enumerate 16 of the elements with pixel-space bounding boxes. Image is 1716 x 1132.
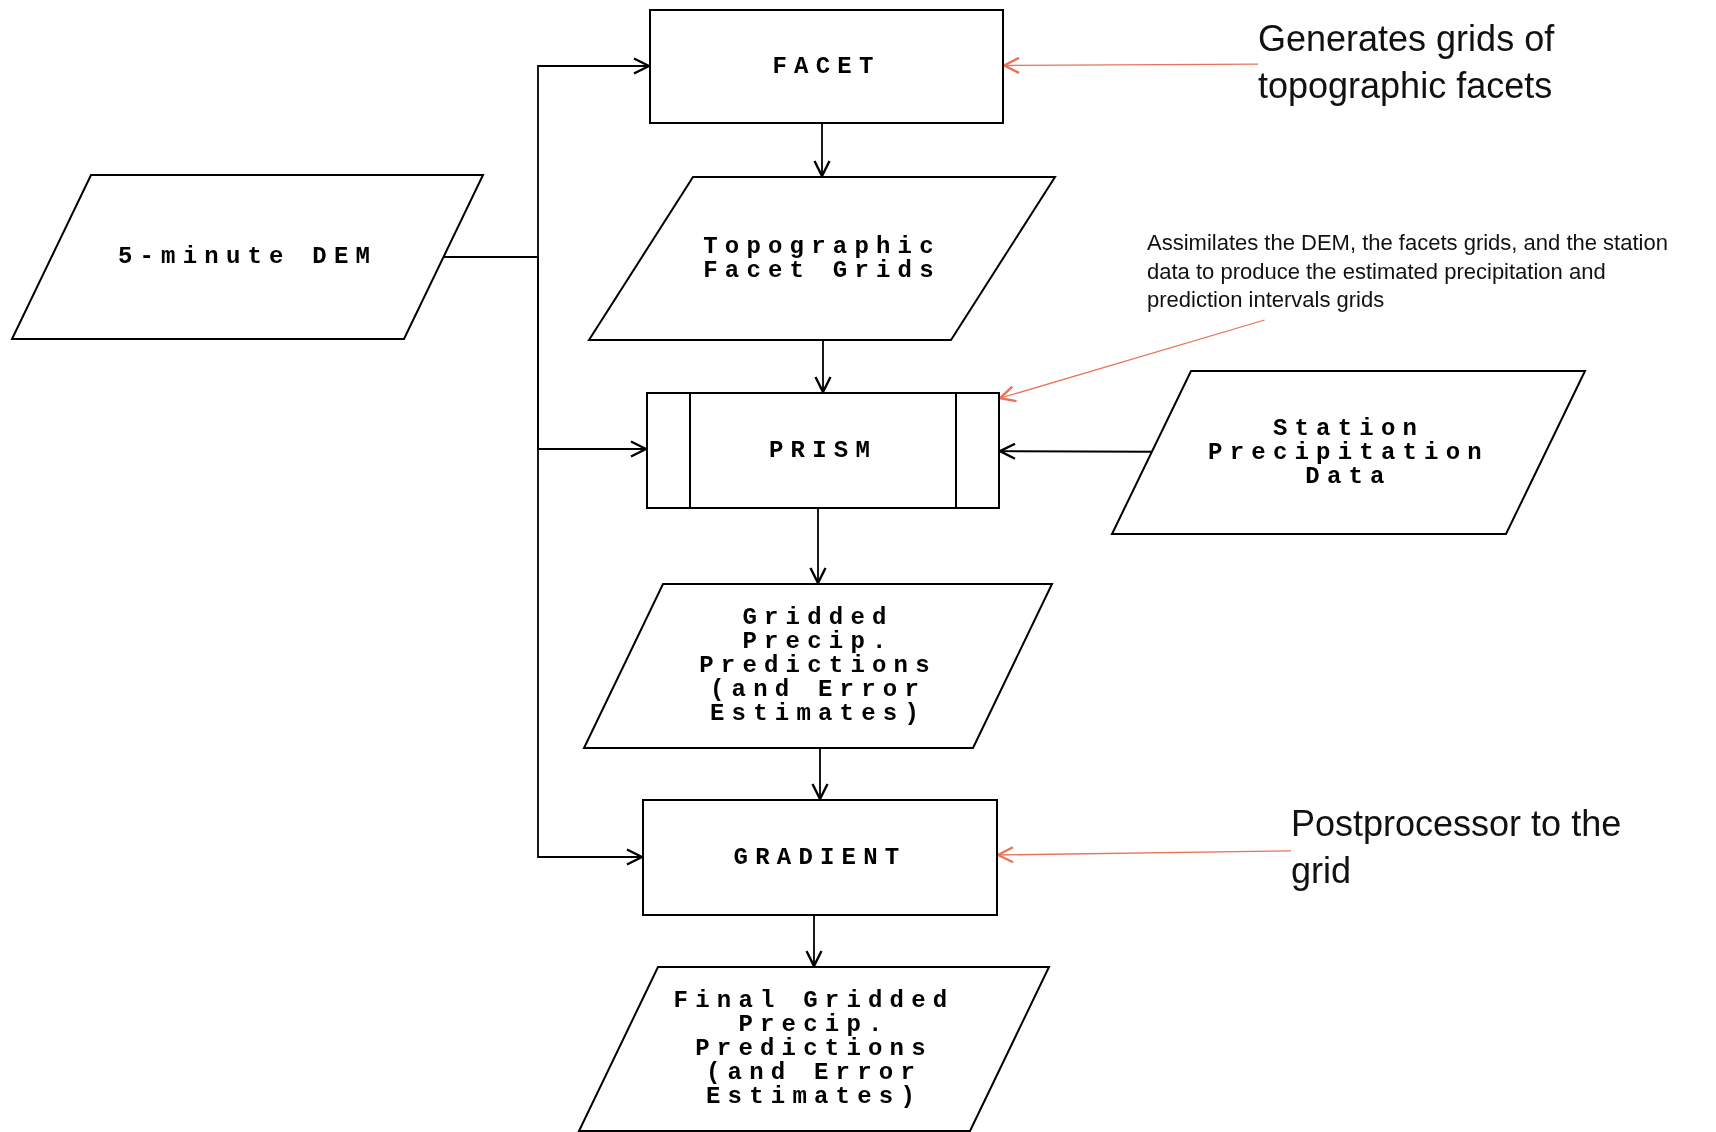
node-label: Station Precipitation Data: [1207, 416, 1490, 489]
node-label: PRISM: [769, 438, 877, 463]
node-label: GRADIENT: [733, 845, 907, 870]
arrow: [814, 340, 832, 394]
node-label: 5-minute DEM: [117, 245, 378, 269]
arrow: [813, 123, 831, 178]
annotation-text: Generates grids of topographic facets: [1258, 17, 1556, 108]
annotation-text: Assimilates the DEM, the facets grids, and the station data to produce the estimated precipitation and prediction intervals grids: [1147, 229, 1669, 315]
node-label: Final Gridded Precip. Predictions (and Error Estimates): [672, 989, 956, 1109]
arrow: [811, 748, 829, 801]
arrow: [809, 508, 827, 585]
node-label: FACET: [772, 54, 881, 79]
annotation-text: Postprocessor to the grid: [1291, 802, 1623, 893]
arrow: [805, 915, 823, 968]
node-label: Gridded Precip. Predictions (and Error Estimates): [698, 606, 938, 726]
node-label: Topographic Facet Grids: [702, 234, 942, 283]
